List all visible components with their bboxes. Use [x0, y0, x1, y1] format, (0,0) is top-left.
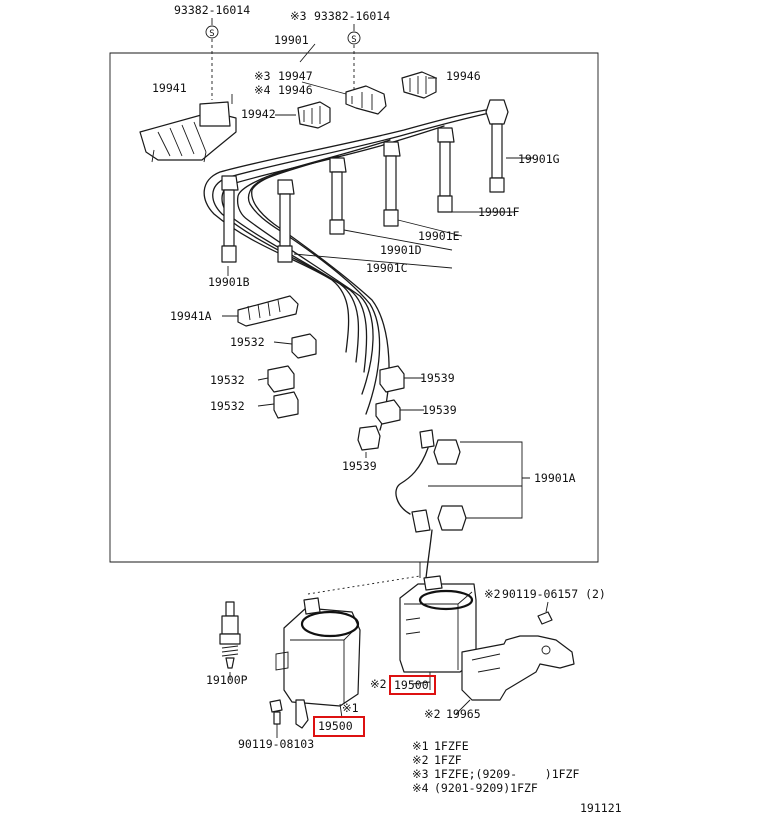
cord-cover-19532-2: [267, 365, 295, 393]
label-cord-c: 19901C: [366, 261, 408, 275]
label-cord-g: 19901G: [518, 152, 560, 166]
label-coil-right: 19500: [394, 678, 429, 692]
model-legend: ※1 1FZFE ※2 1FZF ※3 1FZFE;(9209- )1FZF ※…: [412, 739, 579, 795]
label-cord-e: 19901E: [418, 229, 460, 243]
label-bolt-top-right-note: ※3: [290, 9, 307, 23]
plug-boot-19901d: [329, 157, 347, 235]
legend-text-3: 1FZFE;(9209- )1FZF: [434, 767, 579, 781]
cord-cover-19539-2: [375, 399, 401, 425]
cord-cover-19539-3: [357, 425, 381, 451]
ignition-coil-right: [399, 562, 477, 690]
cord-separator-19941: [139, 101, 237, 163]
label-bolt-top-right: 93382-16014: [314, 9, 390, 23]
label-clamp-b: 19946: [278, 83, 313, 97]
label-coil-left: 19500: [318, 719, 353, 733]
label-clamp-a-note: ※3: [254, 69, 271, 83]
coil-bracket-19965: [461, 635, 575, 701]
label-separator-left: 19941: [152, 81, 187, 95]
plug-boot-19901c: [277, 179, 295, 263]
label-coil-right-note: ※2: [370, 677, 387, 691]
diagram-id: 191121: [580, 801, 622, 815]
leaders: [222, 43, 534, 715]
cord-clamp-19946: [401, 71, 437, 99]
label-clamp-c: 19946: [446, 69, 481, 83]
ignition-coil-left: [275, 575, 421, 729]
label-cord-f: 19901F: [478, 205, 520, 219]
plug-boot-19901b: [221, 175, 239, 263]
cord-cover-19532-3: [273, 391, 299, 419]
cord-cover-19539-1: [379, 365, 405, 393]
legend-mark-3: ※3: [412, 767, 429, 781]
legend-text-4: (9201-9209)1FZF: [434, 781, 538, 795]
label-cover-4: 19539: [420, 371, 455, 385]
highlight-coil-right: [389, 675, 436, 695]
high-tension-cord-bundle: [203, 107, 499, 579]
label-cover-3: 19532: [210, 399, 245, 413]
highlight-coil-left: [313, 716, 365, 737]
label-cord-d: 19901D: [380, 243, 422, 257]
label-bolt-right-note: ※2: [484, 587, 501, 601]
coil-boot-19901a-lower: [411, 505, 467, 533]
plug-boot-19901f: [437, 127, 455, 213]
coil-boot-19901a-upper: [419, 429, 461, 465]
svg-text:S: S: [209, 29, 214, 39]
label-coil-left-note: ※1: [342, 701, 359, 715]
plug-boot-19901e: [383, 141, 401, 227]
legend-mark-1: ※1: [412, 739, 429, 753]
spark-plug-19100p: [219, 601, 241, 669]
bolt-symbol-right: S: [347, 24, 361, 90]
callout-labels: 93382-16014 ※3 93382-16014 19901 ※3 1994…: [152, 3, 606, 751]
label-main-cord: 19901: [274, 33, 309, 47]
label-cover-1: 19532: [230, 335, 265, 349]
cord-separator-19941a: [237, 295, 299, 327]
cord-cover-19532-1: [291, 333, 317, 359]
label-bracket-note: ※2: [424, 707, 441, 721]
legend-mark-2: ※2: [412, 753, 429, 767]
bolt-90119-08103: [269, 699, 283, 738]
label-cover-5: 19539: [422, 403, 457, 417]
label-bolt-right: 90119-06157 (2): [502, 587, 606, 601]
label-bolt-bottom: 90119-08103: [238, 737, 314, 751]
cord-clamp-19947: [345, 85, 387, 115]
label-cord-a: 19901A: [534, 471, 576, 485]
label-separator-a: 19941A: [170, 309, 212, 323]
bolt-symbol-left: S: [205, 18, 219, 100]
label-bolt-top-left: 93382-16014: [174, 3, 250, 17]
plug-boot-19901g: [485, 99, 509, 193]
label-cover-2: 19532: [210, 373, 245, 387]
label-bracket: 19965: [446, 707, 481, 721]
label-spark-plug: 19100P: [206, 673, 248, 687]
label-separator-small: 19942: [241, 107, 276, 121]
legend-text-1: 1FZFE: [434, 739, 469, 753]
leader-19901a: [428, 441, 530, 519]
label-clamp-b-note: ※4: [254, 83, 271, 97]
label-clamp-a: 19947: [278, 69, 313, 83]
legend-text-2: 1FZF: [434, 753, 462, 767]
svg-text:S: S: [351, 35, 356, 45]
assembly-outline: [109, 52, 599, 563]
cord-separator-19942: [297, 101, 331, 129]
bolt-90119-06157: [537, 601, 553, 625]
label-cover-6: 19539: [342, 459, 377, 473]
label-cord-b: 19901B: [208, 275, 250, 289]
legend-mark-4: ※4: [412, 781, 429, 795]
